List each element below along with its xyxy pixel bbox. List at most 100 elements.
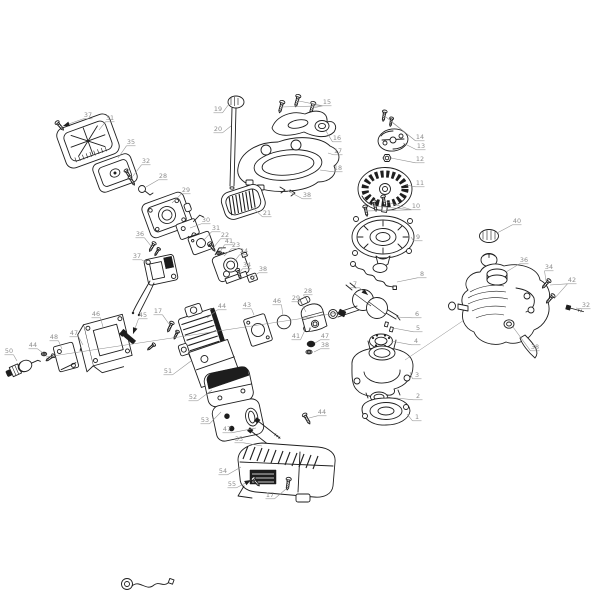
callout-52: 52 [189,390,213,401]
lower-engine-cover [238,443,335,502]
callout-38: 38 [288,191,312,199]
callout-17: 17 [266,489,287,499]
callout-2: 2 [387,392,423,400]
svg-text:8: 8 [420,270,424,278]
callout-45: 45 [133,311,148,334]
ignition-lead-wire [351,262,397,290]
callout-13: 13 [403,142,426,150]
choke-knob [139,186,154,196]
callout-54: 54 [219,467,242,475]
flywheel-nut [383,155,391,162]
svg-text:34: 34 [545,263,553,271]
svg-text:37: 37 [133,252,141,260]
callout-36: 36 [136,230,152,246]
callout-7: 7 [351,280,369,295]
bearing-upper [373,264,387,273]
svg-text:3: 3 [415,371,419,379]
svg-text:45: 45 [139,311,147,319]
callout-38: 38 [253,265,268,277]
svg-text:37: 37 [84,111,92,119]
callout-19: 19 [214,104,230,113]
callout-17: 17 [328,147,343,155]
crankcase-half [362,398,410,425]
callout-51: 51 [164,361,192,375]
svg-text:14: 14 [416,133,424,141]
svg-text:7: 7 [353,280,357,288]
svg-text:29: 29 [182,186,190,194]
svg-text:38: 38 [303,191,311,199]
callout-28: 28 [304,287,313,298]
svg-text:35: 35 [127,138,135,146]
air-filter-element [91,152,139,194]
callout-23: 23 [224,241,241,256]
callout-43: 43 [243,301,255,315]
svg-text:23: 23 [232,241,240,249]
callout-41: 41 [220,237,234,252]
svg-text:41: 41 [292,332,300,340]
svg-text:32: 32 [582,301,590,309]
callout-29: 29 [172,186,191,203]
piston-circlip [304,327,310,332]
svg-text:12: 12 [416,155,424,163]
spacer [389,327,393,332]
svg-text:36: 36 [520,256,528,264]
callout-6: 6 [396,310,422,318]
tank-mount-axis [405,316,470,360]
callout-10: 10 [366,201,421,211]
svg-text:4: 4 [414,337,418,345]
svg-text:38: 38 [321,341,329,349]
callout-41: 41 [292,330,306,340]
svg-text:44: 44 [218,302,226,310]
tank-bolt [566,305,585,314]
engine-top-cover [238,138,339,192]
callout-37: 37 [63,111,93,126]
clutch-assembly [377,127,410,153]
svg-text:20: 20 [214,125,222,133]
svg-text:13: 13 [417,142,425,150]
air-filter-cover [55,112,122,171]
mount-bolt-axis [46,313,338,357]
callout-3: 3 [410,371,422,379]
choke-plate-assembly [175,214,208,240]
svg-text:50: 50 [5,347,13,355]
callout-34: 34 [239,261,252,273]
svg-text:15: 15 [323,98,331,106]
callout-15: 15 [281,98,332,108]
svg-text:30: 30 [202,216,210,224]
callout-47: 47 [70,329,84,345]
muffler [203,365,255,408]
flywheel [358,168,412,213]
callout-55: 55 [228,480,252,488]
svg-text:40: 40 [513,217,521,225]
svg-text:17: 17 [266,491,274,499]
engine-mount-bracket [76,314,134,376]
svg-text:11: 11 [416,179,424,187]
svg-text:53: 53 [201,416,209,424]
svg-text:52: 52 [189,393,197,401]
svg-text:28: 28 [304,287,312,295]
callout-44: 44 [207,302,227,318]
svg-text:55: 55 [228,480,236,488]
top-handle-cover [272,111,336,136]
mount-bolt [119,329,136,345]
svg-text:10: 10 [412,202,420,210]
callout-38: 38 [513,327,540,351]
svg-text:47: 47 [70,329,78,337]
fan-housing [352,216,414,266]
svg-text:32: 32 [142,157,150,165]
svg-text:2: 2 [416,392,420,400]
svg-text:38: 38 [259,265,267,273]
svg-text:47: 47 [321,332,329,340]
fuel-cap-dipstick [228,96,244,189]
svg-text:46: 46 [273,297,281,305]
crankcase [352,340,413,398]
svg-text:19: 19 [214,105,222,113]
callout-30: 30 [190,216,211,228]
crankshaft [329,283,401,320]
svg-text:34: 34 [243,261,251,269]
svg-text:28: 28 [159,172,167,180]
svg-text:44: 44 [318,408,326,416]
svg-text:38: 38 [531,343,539,351]
